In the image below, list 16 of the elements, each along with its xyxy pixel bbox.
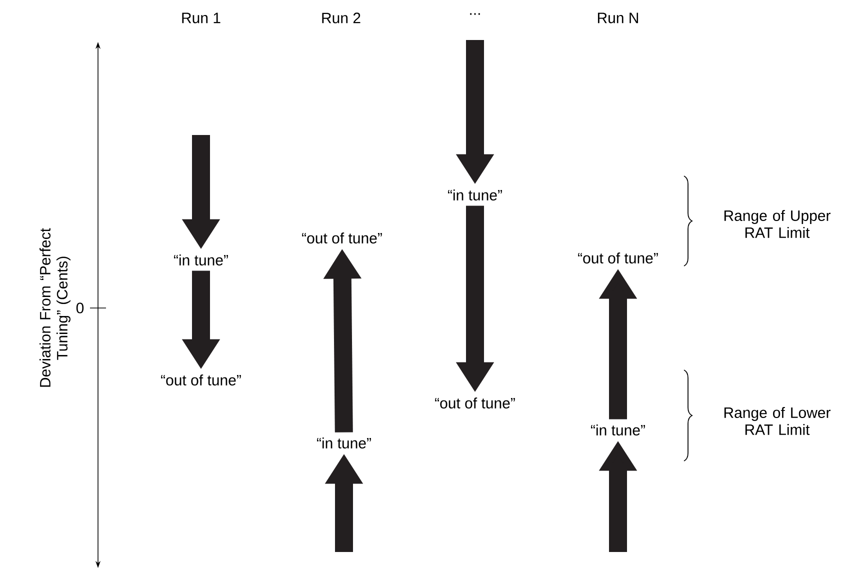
- status-text: “out of tune”: [161, 374, 241, 386]
- column-heading: ...: [470, 13, 480, 15]
- status-text: “in tune”: [174, 254, 228, 266]
- status-text: “out of tune”: [435, 398, 515, 408]
- status-text: “out of tune”: [302, 232, 382, 244]
- axis-label: Deviation From “Perfect Tuning” (Cents): [40, 228, 70, 387]
- brace-label: Range of Upper RAT Limit: [724, 210, 830, 238]
- column-heading: Run 2: [322, 12, 360, 24]
- status-text: “in tune”: [591, 424, 645, 436]
- status-text: “in tune”: [317, 438, 371, 448]
- column-heading: Run N: [598, 12, 638, 24]
- status-text: “out of tune”: [578, 252, 658, 264]
- tick-label: 0: [76, 302, 84, 314]
- column-heading: Run 1: [182, 12, 220, 24]
- brace-label: Range of Lower RAT Limit: [724, 407, 830, 435]
- status-text: “in tune”: [448, 190, 502, 200]
